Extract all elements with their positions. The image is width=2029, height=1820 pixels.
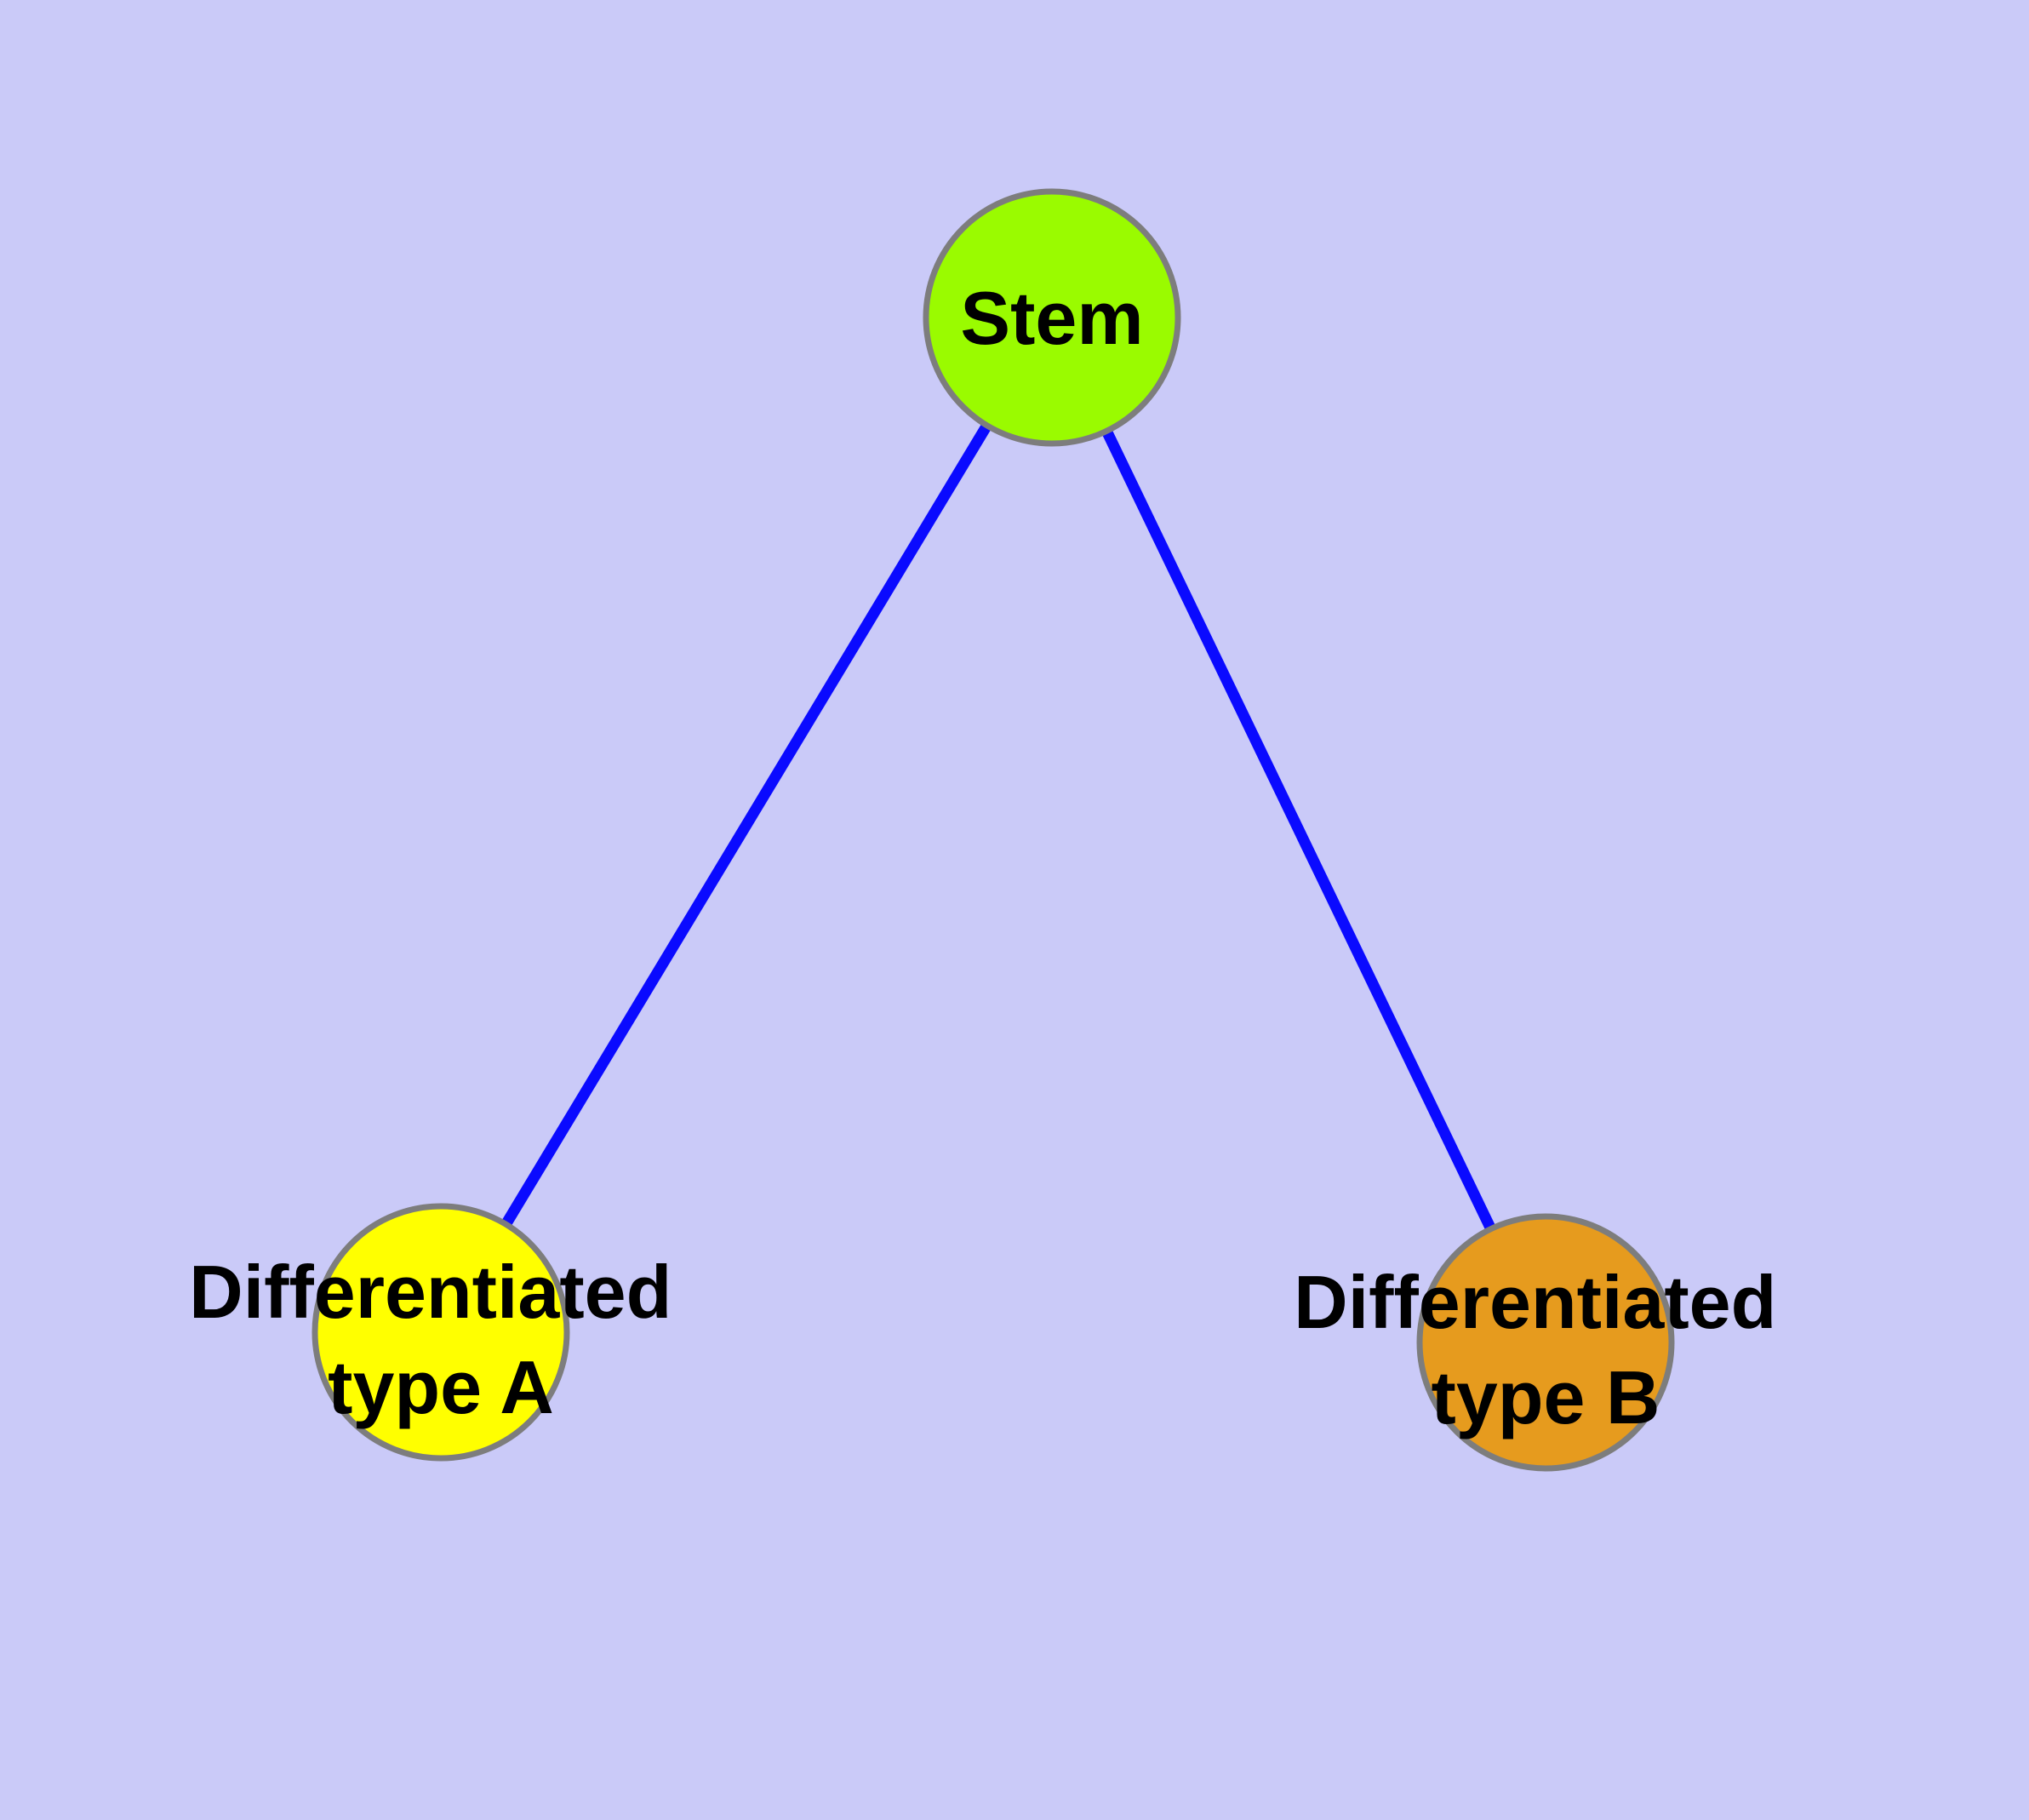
node-type-a-circle bbox=[311, 1203, 570, 1462]
edge-stem-to-type-b bbox=[1047, 315, 1551, 1345]
node-stem-circle bbox=[923, 188, 1181, 447]
edge-stem-to-type-a bbox=[436, 314, 1057, 1336]
node-type-a-label: Differentiated type A bbox=[189, 1250, 693, 1429]
node-type-b-label-line2: type B bbox=[1432, 1355, 1660, 1439]
node-stem-label: Stem bbox=[960, 276, 1143, 360]
node-type-a-label-line2: type A bbox=[328, 1345, 554, 1429]
node-type-b-label-line1: Differentiated bbox=[1294, 1260, 1776, 1344]
node-type-b-label: Differentiated type B bbox=[1294, 1260, 1798, 1439]
node-type-a-label-line1: Differentiated bbox=[189, 1250, 672, 1334]
node-type-b-circle bbox=[1416, 1213, 1675, 1472]
